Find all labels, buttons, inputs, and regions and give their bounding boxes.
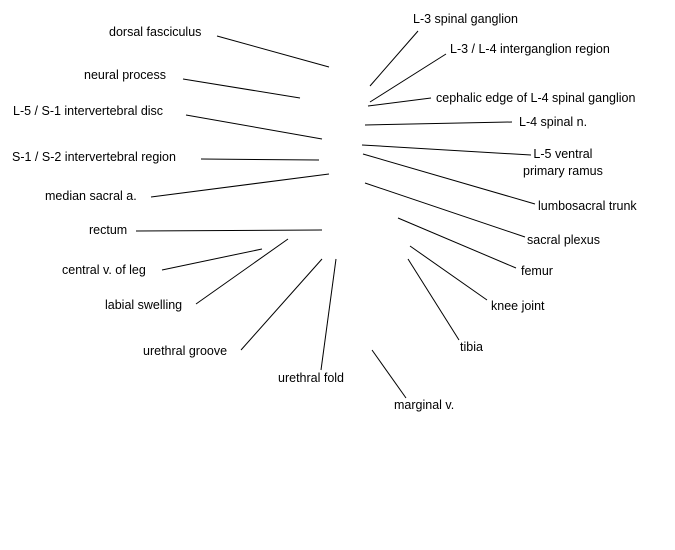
leader-dorsal-fasciculus: [216, 35, 330, 68]
label-marginal-v: marginal v.: [394, 398, 455, 412]
leader-l3-l4-interganglion: [369, 53, 447, 103]
leader-median-sacral-a: [150, 173, 330, 198]
leader-l3-spinal-ganglion: [369, 30, 419, 87]
label-neural-process: neural process: [84, 68, 166, 82]
leader-femur: [397, 217, 517, 269]
label-tibia: tibia: [460, 340, 483, 354]
leader-l4-spinal-n: [364, 121, 513, 126]
label-l5-s1-disc: L-5 / S-1 intervertebral disc: [13, 104, 164, 118]
label-l3-spinal-ganglion: L-3 spinal ganglion: [413, 12, 518, 26]
label-urethral-fold: urethral fold: [278, 371, 345, 385]
label-l4-spinal-n: L-4 spinal n.: [519, 115, 588, 129]
label-knee-joint: knee joint: [491, 299, 545, 313]
leader-knee-joint: [409, 245, 488, 301]
label-sacral-plexus: sacral plexus: [527, 233, 600, 247]
label-median-sacral-a: median sacral a.: [45, 189, 137, 203]
leader-rectum: [135, 229, 323, 232]
label-lumbosacral-trunk: lumbosacral trunk: [538, 199, 637, 213]
leader-l5-ventral: [361, 144, 532, 156]
leader-neural-process: [182, 78, 301, 99]
leader-marginal-v: [371, 349, 407, 399]
leader-central-v-of-leg: [161, 248, 263, 271]
label-l5-ventral-line2: primary ramus: [523, 164, 603, 178]
label-central-v-of-leg: central v. of leg: [62, 263, 146, 277]
leader-urethral-groove: [240, 258, 323, 351]
label-urethral-groove: urethral groove: [143, 344, 228, 358]
label-s1-s2-region: S-1 / S-2 intervertebral region: [12, 150, 176, 164]
label-femur: femur: [521, 264, 553, 278]
leader-cephalic-edge-l4: [367, 97, 432, 107]
leader-sacral-plexus: [364, 182, 526, 238]
label-l5-ventral-primary-ramus: L-5 ventral primary ramus: [523, 146, 603, 180]
label-dorsal-fasciculus: dorsal fasciculus: [109, 25, 202, 39]
label-cephalic-edge-l4: cephalic edge of L-4 spinal ganglion: [436, 91, 636, 105]
leader-urethral-fold: [320, 258, 337, 371]
leader-l5-s1-disc: [185, 114, 323, 140]
leader-labial-swelling: [195, 238, 289, 305]
label-l3-l4-interganglion: L-3 / L-4 interganglion region: [450, 42, 610, 56]
leader-tibia: [407, 258, 460, 341]
label-rectum: rectum: [89, 223, 128, 237]
label-l5-ventral-line1: L-5 ventral: [533, 147, 593, 161]
leader-s1-s2-region: [200, 158, 320, 161]
label-labial-swelling: labial swelling: [105, 298, 183, 312]
leader-lumbosacral-trunk: [362, 153, 536, 205]
